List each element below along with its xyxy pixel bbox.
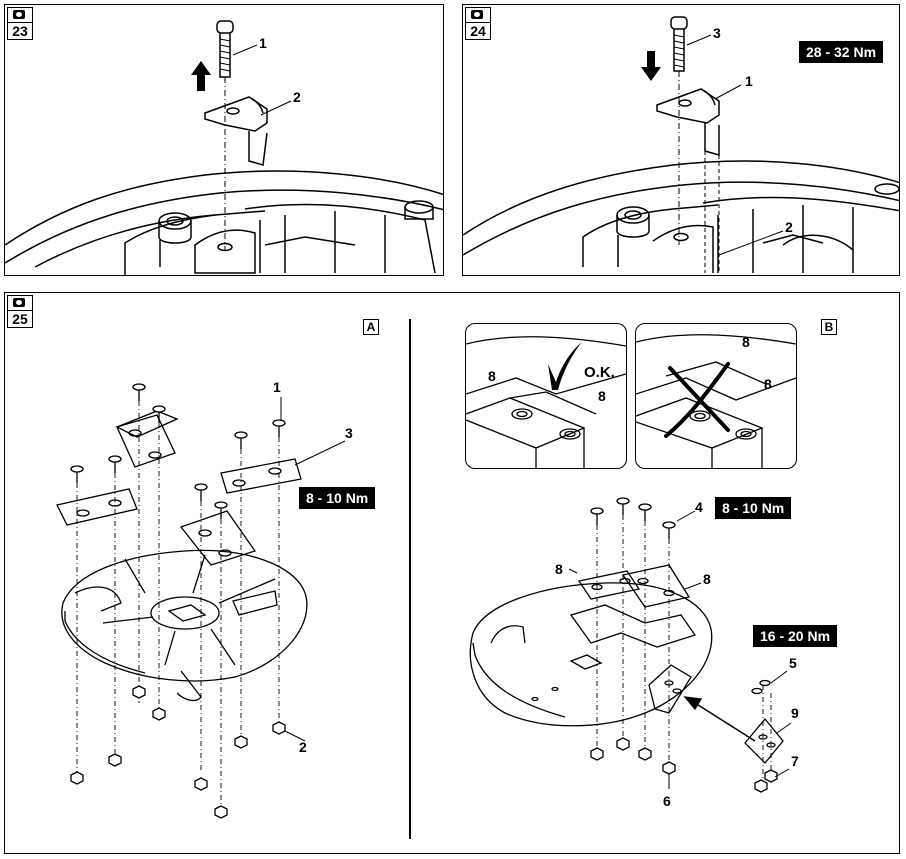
section-letter-a: A [363,319,379,335]
incorrect-assembly-detail: 8 8 [635,323,797,469]
arrow-down-icon [641,51,661,81]
callout-label: 5 [789,655,797,671]
section-b-illustration [469,497,792,793]
section-letter-b: B [821,319,837,335]
step-number: 25 [12,311,28,327]
callout-label: 8 [598,388,606,404]
section-divider [409,319,411,839]
torque-label: 28 - 32 Nm [799,41,884,63]
section-a-illustration [56,383,346,819]
callout-label: 3 [713,25,721,41]
step-number: 24 [470,23,486,39]
arrow-up-icon [191,61,211,91]
callout-label: 1 [745,73,753,89]
callout-label: 2 [293,89,301,105]
callout-label: 8 [488,368,496,384]
step-number: 23 [12,23,28,39]
callout-label: 7 [791,753,799,769]
torque-label: 16 - 20 Nm [753,625,838,647]
callout-label: 2 [299,739,307,755]
step-23-panel: 23 1 2 [4,4,444,276]
callout-label: 4 [695,499,703,515]
step-24-panel: 24 28 - 32 Nm 3 1 2 [462,4,900,276]
callout-label: 8 [703,571,711,587]
checkmark-icon [548,342,582,390]
camera-icon [8,8,32,23]
callout-label: 8 [742,334,750,350]
callout-label: 1 [259,35,267,51]
callout-label: 6 [663,793,671,809]
ok-label: O.K. [584,364,615,381]
step-number-badge: 25 [7,295,33,328]
step-25-panel: 25 A [4,292,900,854]
camera-icon [8,296,32,311]
callout-label: 2 [785,219,793,235]
callout-label: 9 [791,705,799,721]
step-number-badge: 23 [7,7,33,40]
step-number-badge: 24 [465,7,491,40]
callout-label: 1 [273,379,281,395]
step-23-illustration [5,20,443,275]
callout-label: 3 [345,425,353,441]
correct-assembly-drawing [466,336,626,468]
callout-label: 8 [764,376,772,392]
torque-label: 8 - 10 Nm [299,487,376,509]
step-24-illustration [463,16,899,273]
cross-icon [664,362,730,438]
correct-assembly-detail: O.K. 8 8 [465,323,627,469]
torque-label: 8 - 10 Nm [715,497,792,519]
camera-icon [466,8,490,23]
callout-label: 8 [555,561,563,577]
